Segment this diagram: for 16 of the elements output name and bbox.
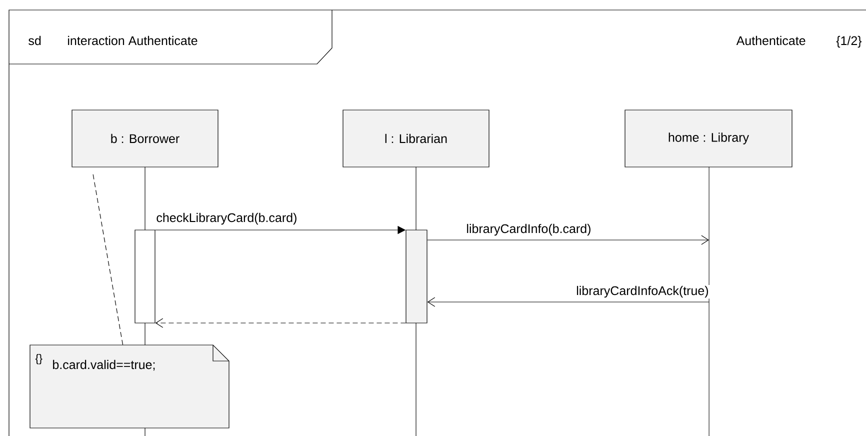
frame-label: {1/2} [836, 36, 862, 48]
message-label: libraryCardInfoAck(true) [575, 284, 710, 299]
lifeline-head-box: home : Library [624, 110, 792, 168]
lifeline [708, 166, 710, 436]
message-label: libraryCardInfo(b.card) [465, 222, 592, 237]
lifeline-head-box: b : Borrower [72, 110, 218, 168]
lifeline-head-box: l : Librarian [342, 110, 490, 168]
message-arrow [427, 235, 710, 245]
frame-label: Authenticate [736, 36, 806, 46]
message-arrow [427, 297, 710, 307]
note-connector [92, 172, 124, 346]
note-box: {} b.card.valid==true; [30, 344, 230, 428]
message-label: checkLibraryCard(b.card) [155, 212, 298, 226]
return-message-arrow [155, 318, 406, 328]
activation-bar [406, 230, 428, 324]
activation-bar [134, 230, 156, 324]
